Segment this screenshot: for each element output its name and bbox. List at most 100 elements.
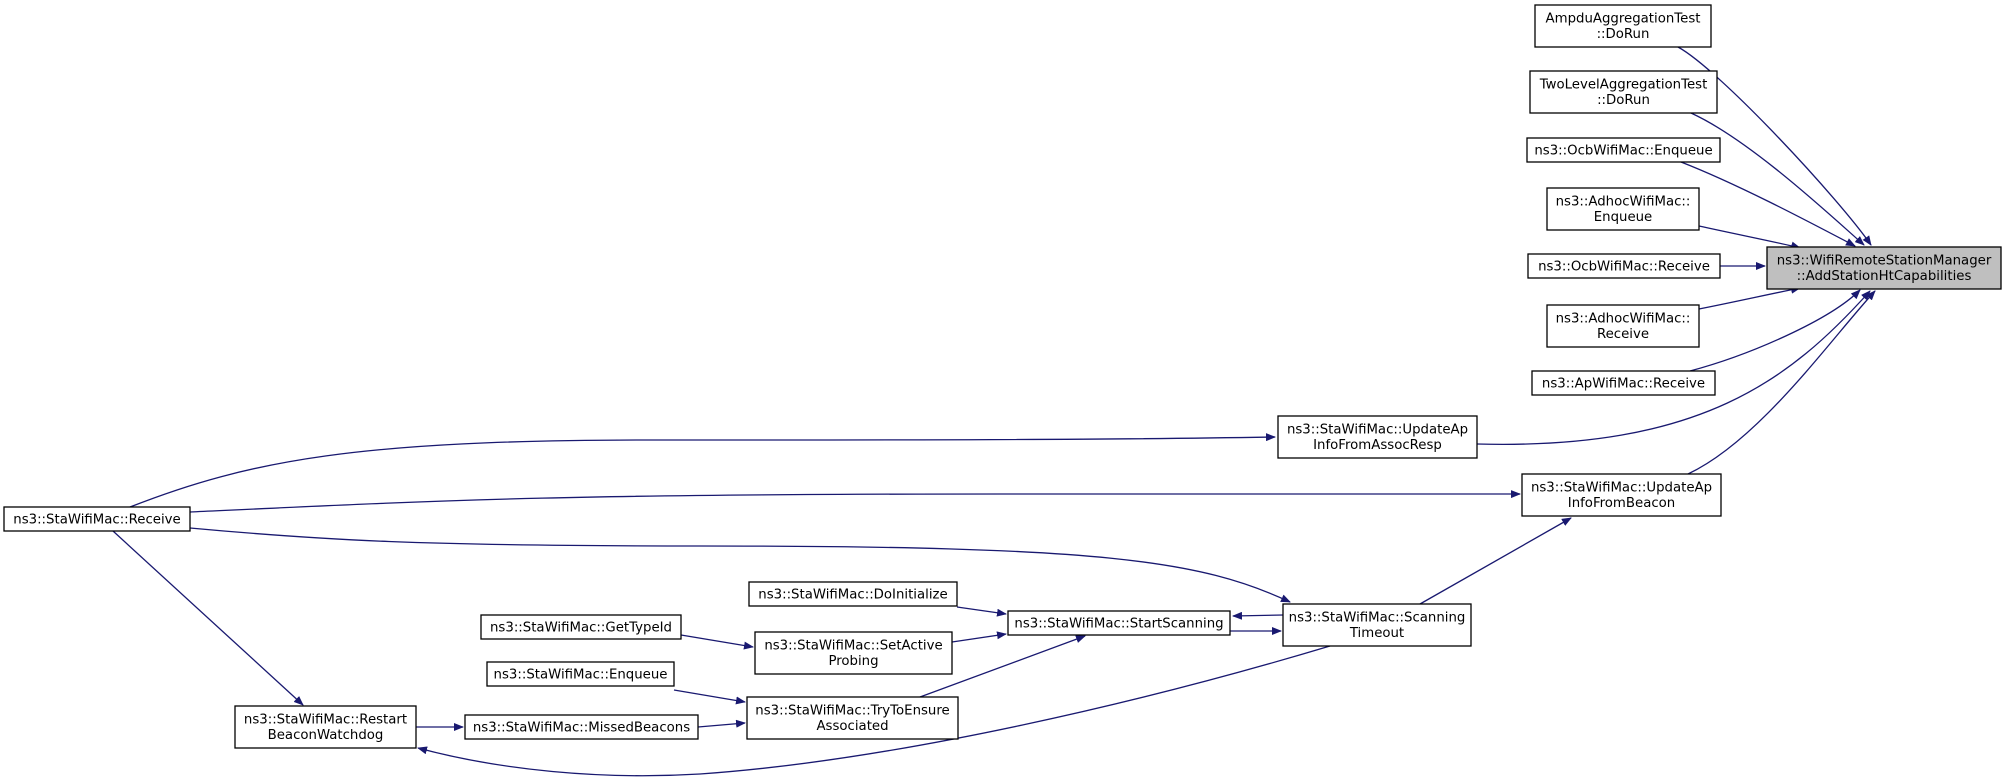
node-get-type[interactable]: ns3::StaWifiMac::GetTypeId — [480, 614, 682, 640]
edge-arrow — [1690, 112, 1865, 246]
node-label-line: ns3::StaWifiMac::StartScanning — [1014, 616, 1223, 631]
edge-sta_recv-to-restart — [112, 530, 304, 706]
node-label-line: ns3::StaWifiMac::UpdateAp — [1287, 423, 1468, 438]
node-ocb-recv[interactable]: ns3::OcbWifiMac::Receive — [1527, 253, 1721, 279]
edge-scan_to-to-restart — [417, 645, 1331, 777]
node-box — [1766, 246, 2002, 290]
node-box — [1529, 70, 1718, 114]
node-label-line: ns3::OcbWifiMac::Enqueue — [1534, 143, 1712, 158]
edge-adhoc_recv-to-root — [1698, 285, 1801, 310]
node-sta-enq[interactable]: ns3::StaWifiMac::Enqueue — [486, 661, 675, 687]
node-label-line: ns3::ApWifiMac::Receive — [1542, 376, 1705, 391]
node-label-line: Probing — [828, 654, 878, 669]
node-label-line: InfoFromAssocResp — [1313, 438, 1442, 453]
edge-arrow — [1680, 161, 1856, 247]
edge-sta_recv-to-scan_to — [189, 527, 1291, 603]
node-ampdu[interactable]: AmpduAggregationTest::DoRun — [1534, 4, 1712, 48]
node-ap-recv[interactable]: ns3::ApWifiMac::Receive — [1531, 370, 1716, 396]
node-do-init[interactable]: ns3::StaWifiMac::DoInitialize — [748, 581, 958, 607]
edge-arrow — [129, 433, 1276, 508]
edge-arrow — [956, 606, 1007, 617]
node-label-line: ns3::StaWifiMac::Enqueue — [494, 667, 668, 682]
node-label-line: ::AddStationHtCapabilities — [1797, 269, 1972, 284]
node-box — [3, 506, 191, 532]
edge-arrow — [680, 634, 754, 650]
node-box — [1521, 473, 1722, 517]
node-box — [1526, 137, 1721, 163]
node-box — [480, 614, 682, 640]
edge-arrow — [189, 527, 1291, 603]
edge-twolevel-to-root — [1690, 112, 1865, 246]
edge-arrow — [1419, 517, 1572, 605]
edge-adhoc_enq-to-root — [1698, 225, 1801, 250]
edge-scan_to-to-upd_beacon — [1419, 517, 1572, 605]
node-label-line: ns3::StaWifiMac::SetActive — [764, 639, 942, 654]
node-missed[interactable]: ns3::StaWifiMac::MissedBeacons — [464, 714, 699, 740]
node-label-line: InfoFromBeacon — [1568, 496, 1675, 511]
edges-layer — [112, 46, 1876, 777]
node-box — [486, 661, 675, 687]
edge-arrow — [919, 635, 1086, 698]
edge-upd_beacon-to-root — [1687, 290, 1876, 475]
edge-arrow — [1687, 290, 1876, 475]
edge-scan_to-to-start_scan — [1232, 611, 1284, 620]
node-box — [1546, 187, 1700, 231]
edge-upd_assoc-to-root — [1476, 290, 1871, 446]
node-root[interactable]: ns3::WifiRemoteStationManager::AddStatio… — [1766, 246, 2002, 290]
node-label-line: Enqueue — [1594, 210, 1653, 225]
edge-arrow — [1698, 225, 1801, 250]
node-label-line: ns3::StaWifiMac::Scanning — [1289, 611, 1466, 626]
node-twolevel[interactable]: TwoLevelAggregationTest::DoRun — [1529, 70, 1718, 114]
node-label-line: BeaconWatchdog — [268, 728, 384, 743]
node-label-line: ::DoRun — [1597, 93, 1650, 108]
node-label-line: ::DoRun — [1597, 27, 1650, 42]
node-box — [1527, 253, 1721, 279]
node-label-line: ns3::WifiRemoteStationManager — [1777, 254, 1992, 269]
node-box — [234, 705, 417, 749]
edge-arrow — [1476, 290, 1871, 446]
node-adhoc-recv[interactable]: ns3::AdhocWifiMac::Receive — [1546, 304, 1700, 348]
node-label-line: ns3::StaWifiMac::DoInitialize — [758, 587, 947, 602]
node-sta-recv[interactable]: ns3::StaWifiMac::Receive — [3, 506, 191, 532]
node-ocb-enq[interactable]: ns3::OcbWifiMac::Enqueue — [1526, 137, 1721, 163]
node-label-line: TwoLevelAggregationTest — [1539, 78, 1708, 93]
node-adhoc-enq[interactable]: ns3::AdhocWifiMac::Enqueue — [1546, 187, 1700, 231]
edge-arrow — [673, 689, 746, 705]
node-upd-assoc[interactable]: ns3::StaWifiMac::UpdateApInfoFromAssocRe… — [1277, 415, 1478, 459]
edge-arrow — [1677, 46, 1872, 246]
edge-ampdu-to-root — [1677, 46, 1872, 246]
edge-ocb_enq-to-root — [1680, 161, 1856, 247]
node-label-line: ns3::StaWifiMac::GetTypeId — [490, 620, 672, 635]
node-box — [1277, 415, 1478, 459]
node-label-line: ns3::AdhocWifiMac:: — [1556, 312, 1691, 327]
node-label-line: ns3::StaWifiMac::MissedBeacons — [473, 720, 690, 735]
node-label-line: ns3::StaWifiMac::Receive — [13, 512, 180, 527]
node-box — [1546, 304, 1700, 348]
node-label-line: Timeout — [1349, 626, 1404, 641]
node-box — [754, 631, 953, 675]
node-start-scan[interactable]: ns3::StaWifiMac::StartScanning — [1007, 610, 1231, 636]
node-label-line: ns3::StaWifiMac::Restart — [244, 713, 407, 728]
edge-arrow — [1698, 285, 1801, 310]
edge-do_init-to-start_scan — [956, 606, 1007, 617]
edge-missed-to-try_ensure — [697, 719, 746, 728]
node-box — [748, 581, 958, 607]
node-label-line: Associated — [816, 719, 888, 734]
node-box — [1531, 370, 1716, 396]
node-label-line: ns3::StaWifiMac::UpdateAp — [1531, 481, 1712, 496]
nodes-layer: ns3::WifiRemoteStationManager::AddStatio… — [3, 4, 2002, 749]
node-box — [746, 696, 959, 740]
node-box — [464, 714, 699, 740]
edge-arrow — [951, 631, 1007, 643]
edge-arrow — [112, 530, 304, 706]
node-label-line: Receive — [1597, 327, 1649, 342]
node-box — [1282, 603, 1472, 647]
node-label-line: ns3::StaWifiMac::TryToEnsure — [755, 704, 949, 719]
node-box — [1007, 610, 1231, 636]
